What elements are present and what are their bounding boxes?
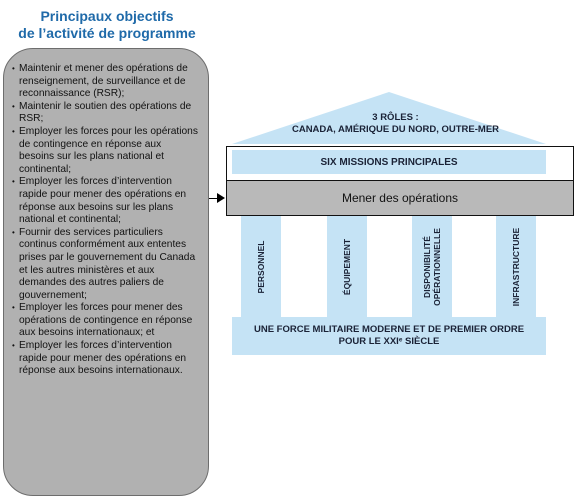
objective-item: Employer les forces pour les opérations …: [12, 126, 198, 176]
objectives-box: Maintenir et mener des opérations de ren…: [3, 48, 209, 496]
pillar-label: INFRASTRUCTURE: [511, 227, 521, 305]
roof-line-1: 3 RÔLES :: [372, 112, 419, 123]
pillar-disponibilite: DISPONIBILITÉ OPÉRATIONNELLE: [412, 216, 452, 317]
diagram-title: Principaux objectifs de l’activité de pr…: [4, 8, 210, 42]
connector-arrow-head: [217, 193, 225, 203]
base-line-1: UNE FORCE MILITAIRE MODERNE ET DE PREMIE…: [253, 324, 525, 335]
temple-base: UNE FORCE MILITAIRE MODERNE ET DE PREMIE…: [232, 317, 546, 355]
pillar-equipement: ÉQUIPEMENT: [327, 216, 367, 317]
pillar-label-line-1: ÉQUIPEMENT: [342, 238, 352, 295]
title-line-2: de l’activité de programme: [18, 25, 196, 41]
pillar-infrastructure: INFRASTRUCTURE: [496, 216, 536, 317]
roof-pediment: [232, 92, 546, 144]
pillar-label: PERSONNEL: [256, 240, 266, 293]
missions-label: SIX MISSIONS PRINCIPALES: [320, 156, 458, 168]
objective-item: Maintenir le soutien des opérations de R…: [12, 101, 198, 126]
operations-label: Mener des opérations: [341, 191, 459, 205]
objective-item: Fournir des services particuliers contin…: [12, 227, 198, 303]
pillar-label: DISPONIBILITÉ OPÉRATIONNELLE: [422, 228, 442, 306]
pillar-label-line-1: INFRASTRUCTURE: [511, 227, 521, 306]
pillar-personnel: PERSONNEL: [241, 216, 281, 317]
missions-band: SIX MISSIONS PRINCIPALES: [232, 150, 546, 174]
objectives-list: Maintenir et mener des opérations de ren…: [12, 63, 198, 378]
objective-item: Employer les forces d’intervention rapid…: [12, 176, 198, 226]
objective-item: Employer les forces pour mener des opéra…: [12, 302, 198, 340]
roof-line-2: CANADA, AMÉRIQUE DU NORD, OUTRE-MER: [291, 124, 500, 135]
pillar-label-line-2: OPÉRATIONNELLE: [432, 227, 442, 306]
base-line-2: POUR LE XXIᵉ SIÈCLE: [338, 336, 440, 347]
pillar-label-line-1: PERSONNEL: [256, 240, 266, 293]
objective-item: Employer les forces d’intervention rapid…: [12, 340, 198, 378]
pillar-label: ÉQUIPEMENT: [342, 238, 352, 294]
connector-arrow-line: [209, 198, 219, 199]
roof-label: 3 RÔLES : CANADA, AMÉRIQUE DU NORD, OUTR…: [278, 112, 513, 136]
operations-bar: Mener des opérations: [226, 180, 574, 216]
pillar-label-line-1: DISPONIBILITÉ: [422, 235, 432, 298]
objective-item: Maintenir et mener des opérations de ren…: [12, 63, 198, 101]
title-line-1: Principaux objectifs: [40, 8, 174, 24]
